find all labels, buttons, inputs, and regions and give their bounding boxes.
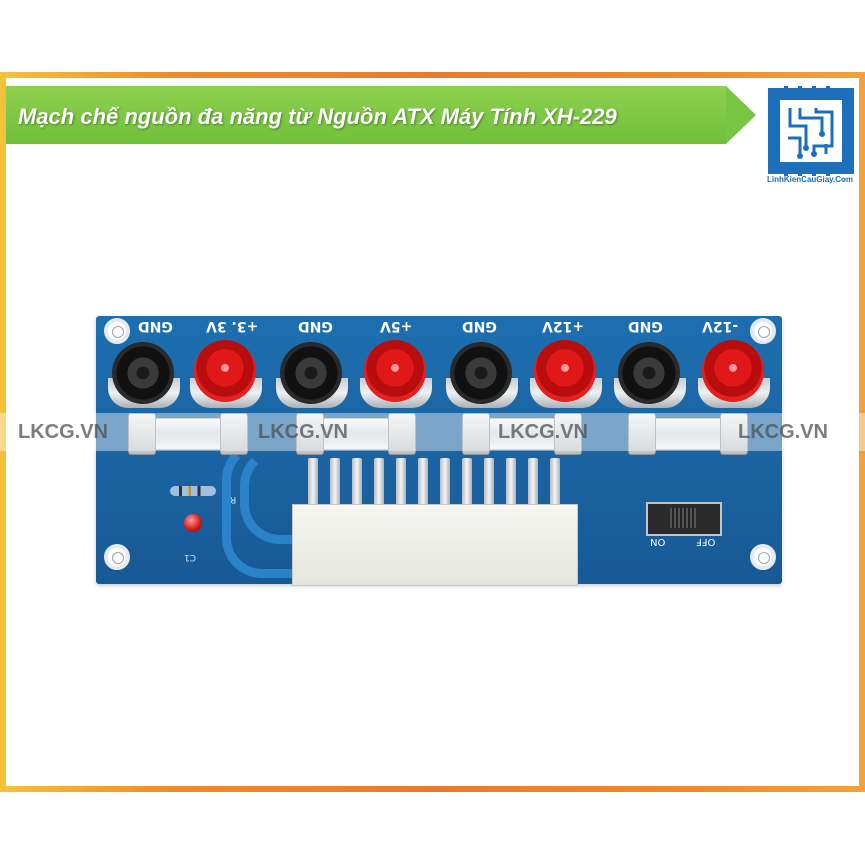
power-switch[interactable]	[646, 502, 722, 536]
silkscreen-c1-label: C1	[184, 552, 197, 562]
terminal-label-gnd: GND	[138, 318, 173, 334]
resistor	[170, 486, 216, 496]
connector-pin	[352, 458, 362, 506]
watermark-band	[0, 413, 865, 451]
silkscreen-r-label: R	[230, 494, 237, 504]
binding-post-12v[interactable]	[534, 340, 596, 402]
terminal-label-gnd: GND	[628, 318, 663, 334]
watermark-text: LKCG.VN	[498, 421, 588, 443]
connector-pin	[396, 458, 406, 506]
brand-caption: LinhKienCauGiay.Com	[766, 175, 854, 184]
binding-post-gnd[interactable]	[450, 342, 512, 404]
terminal-label-gnd: GND	[462, 318, 497, 334]
mounting-hole	[104, 544, 130, 570]
page-title: Mạch chế nguồn đa năng từ Nguồn ATX Máy …	[18, 104, 617, 129]
terminal-label-3v3: +3. 3V	[206, 318, 259, 334]
connector-pin	[550, 458, 560, 506]
connector-pin	[462, 458, 472, 506]
switch-on-label: ON	[650, 536, 666, 547]
terminal-label-5v: +5V	[380, 318, 413, 334]
title-banner-arrow	[726, 86, 756, 144]
switch-off-label: OFF	[696, 536, 716, 547]
fuse-holder-clip	[554, 413, 582, 455]
watermark-text: LKCG.VN	[258, 421, 348, 443]
chip-logo-icon	[768, 86, 854, 176]
atx-24pin-connector[interactable]	[292, 504, 578, 586]
binding-post-neg12v[interactable]	[702, 340, 764, 402]
binding-post-5v[interactable]	[364, 340, 426, 402]
fuse-holder-clip	[128, 413, 156, 455]
connector-pin	[506, 458, 516, 506]
connector-pin	[528, 458, 538, 506]
connector-pin	[418, 458, 428, 506]
binding-post-gnd[interactable]	[280, 342, 342, 404]
power-switch-knob[interactable]	[670, 508, 696, 528]
mounting-hole	[104, 318, 130, 344]
watermark-text: LKCG.VN	[18, 421, 108, 443]
terminal-label-neg12v: -12V	[702, 318, 739, 334]
terminal-label-12v: +12V	[542, 318, 585, 334]
title-banner	[6, 86, 726, 144]
fuse-holder-clip	[720, 413, 748, 455]
binding-post-3v3[interactable]	[194, 340, 256, 402]
terminal-label-gnd: GND	[298, 318, 333, 334]
connector-pin	[308, 458, 318, 506]
connector-pin	[440, 458, 450, 506]
mounting-hole	[750, 318, 776, 344]
connector-pin	[374, 458, 384, 506]
fuse-holder-clip	[388, 413, 416, 455]
binding-post-gnd[interactable]	[618, 342, 680, 404]
power-led	[184, 514, 202, 532]
connector-pin	[484, 458, 494, 506]
connector-pin	[330, 458, 340, 506]
fuse-holder-clip	[628, 413, 656, 455]
fuse-holder-clip	[296, 413, 324, 455]
watermark-text: LKCG.VN	[738, 421, 828, 443]
fuse-holder-clip	[462, 413, 490, 455]
mounting-hole	[750, 544, 776, 570]
fuse-holder-clip	[220, 413, 248, 455]
binding-post-gnd[interactable]	[112, 342, 174, 404]
